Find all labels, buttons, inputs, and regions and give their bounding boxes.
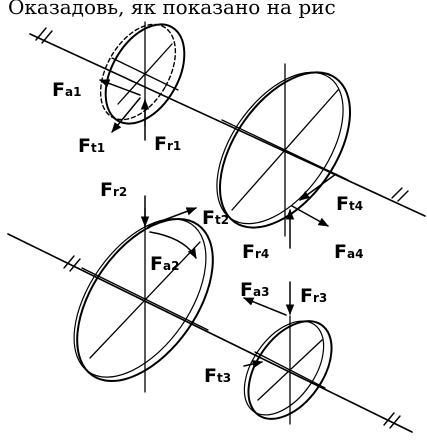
gear-2 (73, 207, 214, 393)
label-ft2: Ft2 (202, 207, 229, 229)
gear-4 (216, 63, 352, 237)
shaft-1 (29, 27, 426, 217)
arrow-fa3 (243, 297, 287, 316)
label-ft1: Ft1 (78, 135, 105, 157)
label-fa1: Fa1 (52, 79, 81, 101)
arrow-fa1 (99, 79, 141, 96)
gear-3 (243, 315, 333, 425)
label-fr2: Fr2 (100, 179, 127, 201)
arrow-fa4 (291, 205, 329, 227)
arrow-ft3 (243, 359, 264, 369)
shaft-2 (7, 233, 413, 433)
label-fa2: Fa2 (150, 253, 179, 275)
force-arrows (99, 79, 337, 369)
caption-text: Оказадовь, як показано на рис (8, 0, 336, 19)
label-fr1: Fr1 (154, 133, 181, 155)
arrow-fa2 (149, 231, 197, 259)
label-fr4: Fr4 (242, 241, 269, 263)
label-ft4: Ft4 (336, 193, 363, 215)
arrow-ft4 (299, 173, 337, 201)
label-fa3: Fa3 (240, 279, 269, 301)
label-fr3: Fr3 (300, 285, 327, 307)
label-ft3: Ft3 (204, 365, 231, 387)
gear-1 (99, 21, 186, 127)
arrow-ft2 (147, 207, 197, 227)
arrow-ft1 (111, 97, 141, 133)
label-fa4: Fa4 (334, 241, 363, 263)
force-labels: Fa1 Ft1 Fr1 Fr2 Ft2 Fa2 Ft4 Fr4 Fa4 Fa3 … (52, 79, 363, 387)
